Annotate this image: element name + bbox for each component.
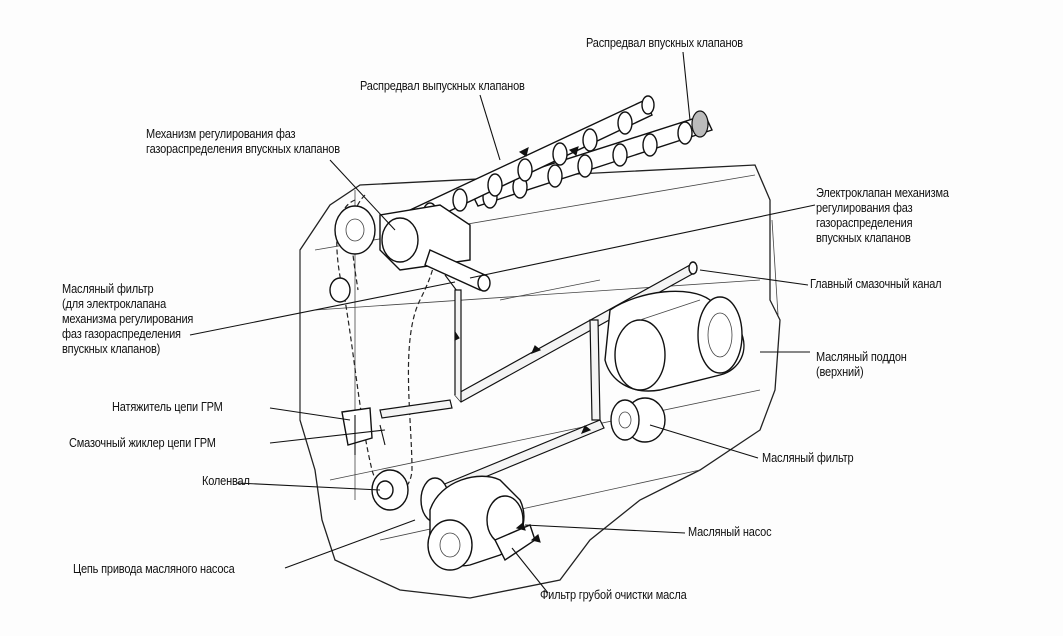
cam-sprocket <box>334 205 376 255</box>
label-solenoid-oil-filter: Масляный фильтр (для электроклапана меха… <box>62 282 194 356</box>
timing-chain <box>329 194 436 494</box>
label-vvt-solenoid: Электроклапан механизма регулирования фа… <box>816 186 949 245</box>
label-oil-pump: Масляный насос <box>688 525 772 539</box>
label-oil-pump-drive-chain: Цепь привода масляного насоса <box>73 562 235 576</box>
label-oil-filter: Масляный фильтр <box>762 451 854 465</box>
lower-oil-passage-drawing <box>379 319 605 499</box>
flow-arrow-icon <box>454 146 592 543</box>
label-crankshaft: Коленвал <box>202 474 250 488</box>
oil-pump-drawing <box>427 475 536 571</box>
label-main-oil-gallery: Главный смазочный канал <box>810 277 942 291</box>
vvt-assembly-drawing <box>379 204 491 296</box>
intake-camshaft-drawing <box>469 110 713 209</box>
label-upper-oil-pan: Масляный поддон (верхний) <box>816 350 907 379</box>
label-vvt-mechanism: Механизм регулирования фаз газораспредел… <box>146 127 340 156</box>
label-exhaust-camshaft: Распредвал выпускных клапанов <box>360 79 525 93</box>
oil-pan-assembly-drawing <box>604 290 745 392</box>
tensioner-drawing <box>341 407 386 455</box>
label-oil-strainer: Фильтр грубой очистки масла <box>540 588 687 602</box>
oil-filter-drawing <box>610 397 666 443</box>
label-chain-tensioner: Натяжитель цепи ГРМ <box>112 400 223 414</box>
label-chain-oil-jet: Смазочный жиклер цепи ГРМ <box>69 436 216 450</box>
leader-lines <box>189 51 816 594</box>
label-intake-camshaft: Распредвал впускных клапанов <box>586 36 743 50</box>
